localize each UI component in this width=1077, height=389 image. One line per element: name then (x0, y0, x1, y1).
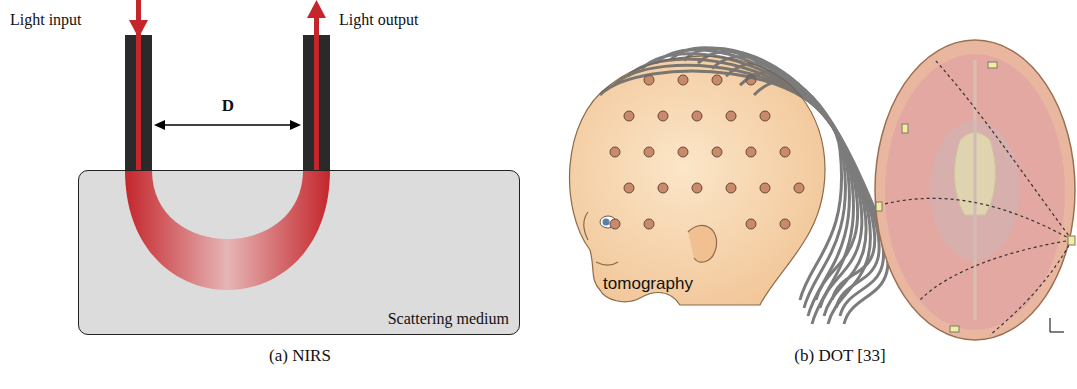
electrode (780, 147, 790, 157)
electrode (658, 111, 668, 121)
fibre (712, 56, 875, 300)
medium-fill (78, 170, 520, 335)
dimension-arrowhead (154, 120, 165, 130)
caption: (b) DOT [33] (794, 346, 885, 366)
electrode (746, 147, 756, 157)
electrodes (610, 75, 804, 229)
fibre (754, 81, 888, 324)
baby-head (570, 56, 825, 305)
electrode (692, 183, 702, 193)
electrode (726, 183, 736, 193)
input-arrowhead (129, 20, 148, 38)
electrode (692, 111, 702, 121)
electrode (624, 111, 634, 121)
electrode (712, 147, 722, 157)
fibre (740, 72, 884, 316)
node-label: Scattering medium (388, 310, 509, 328)
light-path (125, 170, 330, 290)
figure-label: tomography (603, 274, 693, 294)
input-label: Light input (10, 11, 82, 29)
electrode (780, 219, 790, 229)
electrode (644, 219, 654, 229)
medium-box: Scattering medium (78, 170, 520, 335)
output-arrowhead (307, 0, 326, 18)
fibre (684, 48, 866, 316)
electrode (610, 219, 620, 229)
electrode (746, 219, 756, 229)
electrode (624, 183, 634, 193)
electrode (712, 75, 722, 85)
electrode (726, 111, 736, 121)
electrode (610, 147, 620, 157)
optical-fibres (600, 48, 888, 324)
electrode (794, 183, 804, 193)
electrode (678, 147, 688, 157)
brain-slice (875, 40, 1075, 340)
fibre (600, 71, 842, 300)
dimension-line (158, 124, 297, 126)
electrode (678, 75, 688, 85)
fibre (656, 50, 858, 300)
output-ray (314, 14, 319, 171)
fibre (726, 64, 879, 308)
dimension-arrowhead (290, 120, 301, 130)
electrode (644, 147, 654, 157)
caption: (a) NIRS (269, 346, 331, 366)
fibre (698, 51, 870, 324)
electrode (760, 183, 770, 193)
output-label: Light output (339, 11, 419, 29)
electrode (658, 183, 668, 193)
dimension-label: D (222, 96, 234, 116)
electrode (760, 111, 770, 121)
